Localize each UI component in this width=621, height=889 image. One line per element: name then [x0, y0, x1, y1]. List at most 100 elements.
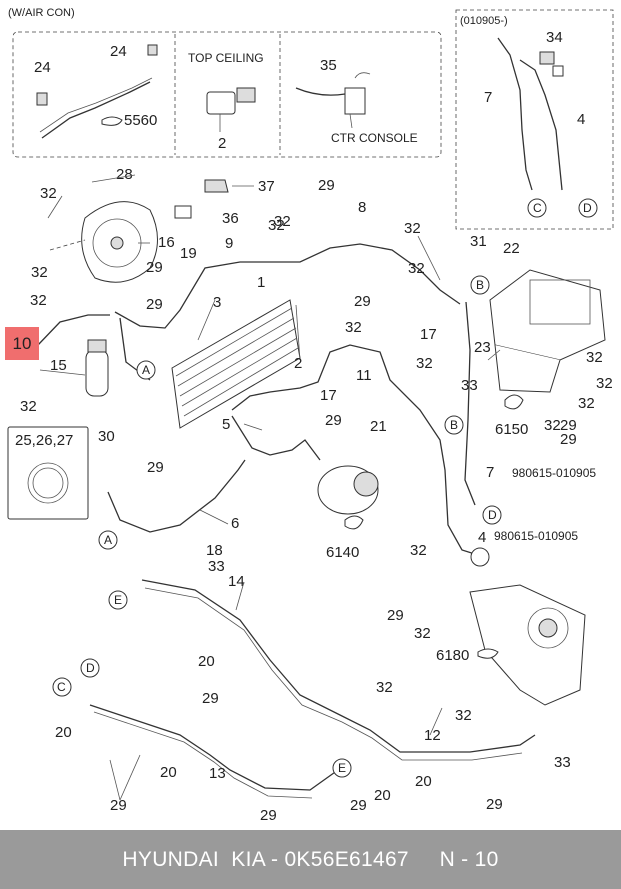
part-num: 32: [578, 395, 595, 412]
part-num: 2: [218, 135, 226, 152]
part-num: 4: [478, 529, 486, 546]
ref-letter: D: [86, 661, 95, 675]
leader-lines: [39, 174, 501, 801]
highlighted-part-label: 10: [12, 334, 32, 353]
label-top-ceiling: TOP CEILING: [188, 51, 264, 65]
part-num: 32: [345, 319, 362, 336]
part-num: 32: [416, 355, 433, 372]
part-num: 16: [158, 234, 175, 251]
label-ctr-console: CTR CONSOLE: [331, 131, 418, 145]
part-num: 5560: [124, 112, 157, 129]
part-num: 30: [98, 428, 115, 445]
ref-letter: C: [533, 201, 542, 215]
ref-letter: E: [114, 593, 122, 607]
part-num: 21: [370, 418, 387, 435]
range-annotation-7: 980615-010905: [512, 466, 596, 480]
part-num: 32: [410, 542, 427, 559]
part-num: 29: [202, 690, 219, 707]
part-num: 22: [503, 240, 520, 257]
part-num: 32: [274, 213, 291, 230]
ref-letter: D: [583, 201, 592, 215]
part-num: 3: [213, 294, 221, 311]
part-num: 6150: [495, 421, 528, 438]
ref-letter: D: [488, 508, 497, 522]
part-num: 34: [546, 29, 563, 46]
part-num: 9: [225, 235, 233, 252]
main-components: 25,26,27: [7, 179, 606, 706]
part-num: 20: [374, 787, 391, 804]
part-num: 6140: [326, 544, 359, 561]
part-num: 6180: [436, 647, 469, 664]
part-num: 33: [208, 558, 225, 575]
part-num: 29: [560, 431, 577, 448]
part-num: 7: [486, 464, 494, 481]
part-num: 28: [116, 166, 133, 183]
part-num: 20: [160, 764, 177, 781]
part-num: 32: [30, 292, 47, 309]
part-labels: 32 28 37 36 29 8 32 16 19 9 32 22 31 32 …: [20, 166, 613, 824]
footer-bar: HYUNDAI KIA - 0K56E61467 N - 10: [0, 830, 621, 889]
part-num: 29: [146, 259, 163, 276]
part-num: 36: [222, 210, 239, 227]
part-num: 32: [20, 398, 37, 415]
part-num: 5: [222, 416, 230, 433]
part-num: 32: [404, 220, 421, 237]
part-num: 32: [268, 217, 285, 234]
part-num: 8: [358, 199, 366, 216]
part-num: 24: [34, 59, 51, 76]
part-num: 29: [350, 797, 367, 814]
part-num: 11: [356, 367, 372, 384]
part-num: 29: [387, 607, 404, 624]
part-num: 32: [376, 679, 393, 696]
part-num: 31: [470, 233, 487, 250]
part-num: 20: [198, 653, 215, 670]
footer-text: HYUNDAI KIA - 0K56E61467 N - 10: [122, 848, 499, 871]
part-num: 2: [294, 355, 302, 372]
part-num: 29: [260, 807, 277, 824]
gasket-box-label: 25,26,27: [15, 432, 73, 449]
range-annotation-4: 980615-010905: [494, 529, 578, 543]
part-num: 29: [318, 177, 335, 194]
part-num: 29: [486, 796, 503, 813]
part-num: 32: [586, 349, 603, 366]
part-num: 14: [228, 573, 245, 590]
part-num: 20: [415, 773, 432, 790]
part-num: 32: [408, 260, 425, 277]
part-num: 29: [354, 293, 371, 310]
ref-circles: [52, 275, 502, 778]
part-num: 17: [420, 326, 437, 343]
part-num: 29: [110, 797, 127, 814]
right-inset-box: (010905-) 34 7 4 C D: [455, 9, 614, 230]
top-inset-box: TOP CEILING CTR CONSOLE 24 24 5560 2 35: [12, 31, 442, 158]
inset-date-range: (010905-): [460, 15, 508, 27]
part-num: 35: [320, 57, 337, 74]
part-num: 32: [544, 417, 561, 434]
part-num: 29: [147, 459, 164, 476]
part-num: 33: [554, 754, 571, 771]
part-num: 32: [596, 375, 613, 392]
part-num: 1: [257, 274, 265, 291]
part-num: 6: [231, 515, 239, 532]
part-num: 32: [414, 625, 431, 642]
part-num: 24: [110, 43, 127, 60]
part-num: 32: [40, 185, 57, 202]
part-num: 29: [146, 296, 163, 313]
part-num: 32: [31, 264, 48, 281]
part-num: 37: [258, 178, 275, 195]
part-num: 15: [50, 357, 67, 374]
ref-letter: A: [142, 363, 150, 377]
ref-letter: B: [450, 418, 458, 432]
part-num: 29: [560, 417, 577, 434]
part-num: 13: [209, 765, 226, 782]
ref-letter: A: [104, 533, 112, 547]
part-num: 33: [461, 377, 478, 394]
part-num: 20: [55, 724, 72, 741]
part-num: 17: [320, 387, 337, 404]
part-num: 32: [455, 707, 472, 724]
part-num: 12: [424, 727, 441, 744]
part-num: 4: [577, 111, 585, 128]
part-num: 29: [325, 412, 342, 429]
variant-label: (W/AIR CON): [8, 7, 75, 19]
part-num: 18: [206, 542, 223, 559]
ref-letter: C: [57, 680, 66, 694]
